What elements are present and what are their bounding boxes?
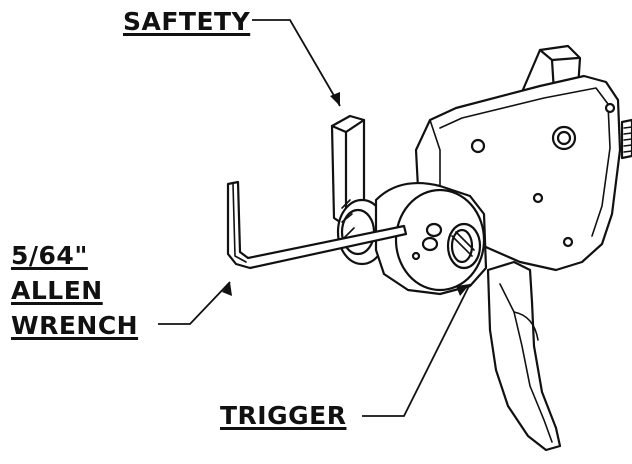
leader-lines — [158, 19, 471, 417]
safety-label: SAFTETY — [123, 7, 251, 36]
arrow-head — [222, 282, 232, 296]
arrow-head — [330, 92, 340, 106]
allen-wrench-label-line3: WRENCH — [11, 311, 139, 340]
pin-hole — [470, 138, 486, 154]
adjustment-hole — [421, 236, 439, 252]
allen-wrench — [226, 180, 408, 270]
pin-hole — [411, 251, 421, 261]
arrow-head — [456, 284, 470, 296]
leader-arrows — [222, 92, 470, 296]
allen-wrench-leader — [158, 281, 231, 325]
pin-hole — [604, 102, 616, 114]
trigger-label: TRIGGER — [220, 401, 347, 430]
pin-hole — [532, 192, 544, 204]
adjustment-hole — [425, 222, 443, 238]
pin-hole — [562, 236, 574, 248]
safety-leader — [252, 19, 341, 107]
allen-wrench-size-label: 5/64" — [11, 241, 88, 270]
pin-hole — [551, 125, 577, 151]
trigger-leader — [362, 283, 471, 417]
allen-wrench-label-line2: ALLEN — [11, 276, 103, 305]
